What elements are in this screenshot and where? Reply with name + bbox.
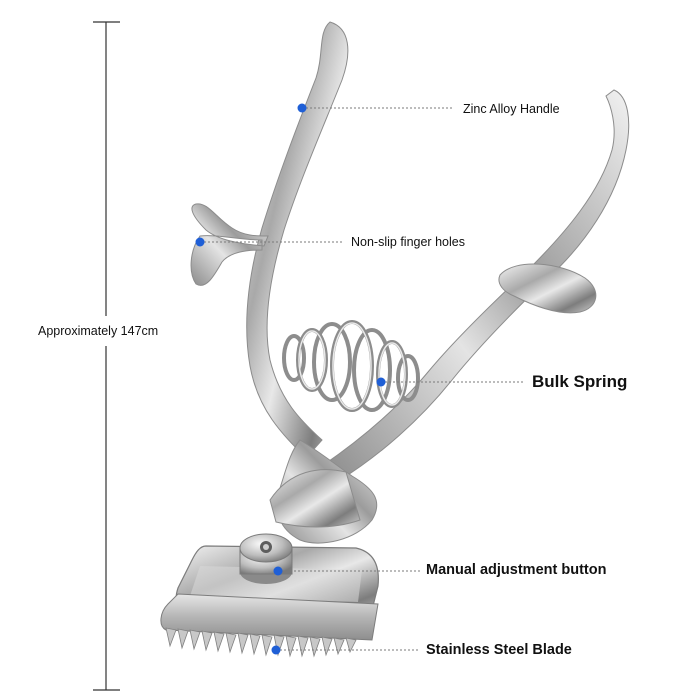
marker-blade: [271, 645, 281, 655]
marker-spring: [376, 377, 386, 387]
callout-label-handle: Zinc Alloy Handle: [463, 102, 560, 116]
blade-teeth: [165, 627, 357, 658]
callout-label-finger-holes: Non-slip finger holes: [351, 235, 465, 249]
spring: [282, 320, 420, 412]
marker-adjustment: [273, 566, 283, 576]
dimension-ruler: [93, 21, 120, 691]
adjustment-knob: [239, 533, 293, 584]
callout-label-blade: Stainless Steel Blade: [426, 642, 572, 658]
marker-finger-holes: [195, 237, 205, 247]
finger-rest: [190, 203, 269, 286]
callout-markers: [195, 103, 386, 655]
thumb-rest: [498, 263, 597, 314]
callout-label-adjustment: Manual adjustment button: [426, 562, 607, 578]
callout-label-spring: Bulk Spring: [532, 372, 628, 391]
dimension-label: Approximately 147cm: [38, 324, 159, 338]
callout-leaders: [200, 107, 525, 651]
marker-handle: [297, 103, 307, 113]
